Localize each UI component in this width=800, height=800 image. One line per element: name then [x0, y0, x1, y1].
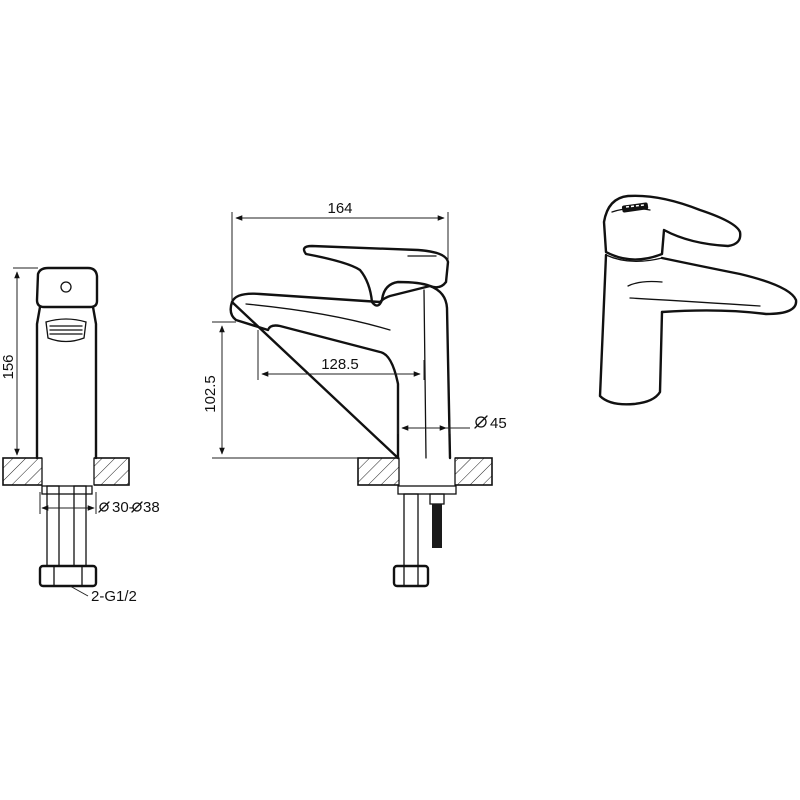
- perspective-view-handle: [602, 194, 742, 261]
- dim-spout-reach: 128.5: [321, 356, 359, 373]
- front-view-spout: [229, 284, 452, 460]
- dim-hose-thread: 2-G1/2: [91, 588, 137, 605]
- dim-width-total: 164: [327, 200, 352, 217]
- side-view-body: [35, 305, 98, 460]
- dim-height-total: 156: [0, 354, 17, 379]
- side-view-indicator: [60, 281, 72, 293]
- perspective-view-indicator-icon: [621, 202, 649, 213]
- side-view-hoses: [38, 485, 98, 588]
- diameter-icon-2: [131, 501, 143, 513]
- side-view-aerator: [45, 318, 87, 343]
- front-view-countertop: [357, 457, 493, 486]
- dim-hole-diameter-max: 38: [143, 499, 160, 516]
- dim-hole-diameter: 30-: [112, 499, 134, 516]
- diameter-icon-3: [474, 415, 488, 429]
- diameter-icon: [98, 501, 110, 513]
- dim-body-diameter: 45: [490, 415, 507, 432]
- perspective-view-spout: [660, 256, 798, 316]
- perspective-view: [598, 194, 798, 406]
- side-view: 156 30- 38 2-G1/2: [0, 266, 160, 605]
- front-view-hoses: [392, 485, 457, 588]
- side-view-countertop: [2, 457, 130, 486]
- front-view: 164 128.5 102.5 45: [202, 200, 507, 588]
- front-view-handle: [302, 244, 450, 307]
- dim-spout-height: 102.5: [202, 375, 219, 413]
- side-view-handle: [35, 266, 99, 309]
- perspective-view-body: [598, 253, 664, 406]
